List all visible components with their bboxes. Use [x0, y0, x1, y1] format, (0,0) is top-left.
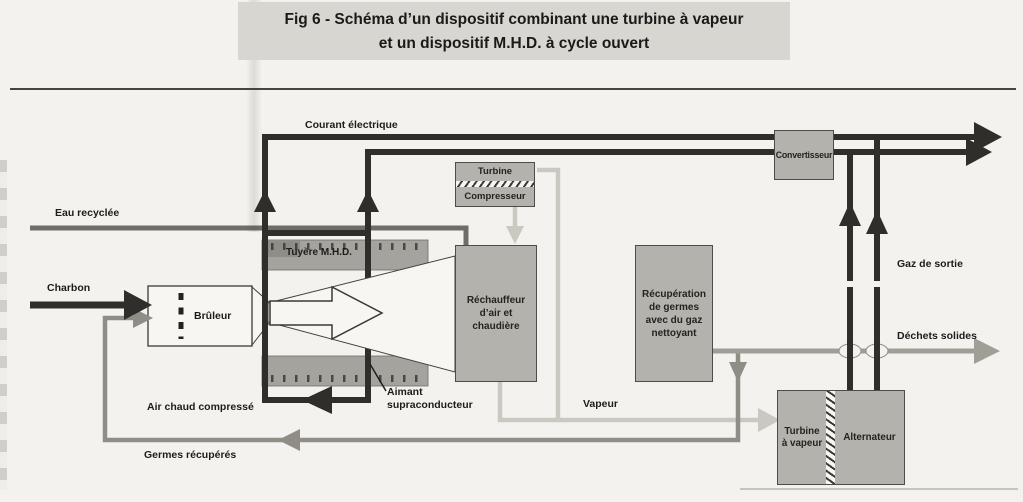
label-charbon: Charbon — [47, 282, 91, 294]
current-arrow-up-left — [254, 190, 276, 212]
recuperation-label: Récupération de germes avec du gaz netto… — [642, 288, 706, 339]
bus-arrow-right-bottom — [966, 138, 992, 166]
box-recuperation: Récupération de germes avec du gaz netto… — [635, 245, 713, 382]
label-aimant-supraconducteur: Aimant supraconducteur — [387, 386, 473, 411]
label-tuyere-mhd: Tuyère M.H.D. — [286, 247, 352, 258]
label-germes-recuperes: Germes récupérés — [144, 449, 237, 461]
current-arrow-up-right — [357, 190, 379, 212]
mhd-magnet-assembly — [261, 239, 429, 387]
seed-recovery-line — [102, 315, 741, 443]
box-turbine-compresseur: Turbine Compresseur — [455, 162, 535, 207]
gas-arrow-up-right — [866, 210, 888, 234]
label-air-chaud-compresse: Air chaud compressé — [147, 401, 254, 413]
compresseur-cell: Compresseur — [456, 187, 534, 206]
alternateur-cell: Alternateur — [835, 391, 904, 484]
seed-arrow-left — [278, 429, 300, 451]
seed-arrow-down — [729, 362, 747, 382]
figure-title-line-1: Fig 6 - Schéma d’un dispositif combinant… — [284, 11, 744, 28]
figure-title: Fig 6 - Schéma d’un dispositif combinant… — [238, 2, 790, 60]
compresseur-label: Compresseur — [464, 190, 526, 202]
turbine-cell: Turbine — [456, 163, 534, 181]
label-courant-electrique: Courant électrique — [305, 119, 398, 131]
box-turbine-vapeur-alternateur: Turbine à vapeur Alternateur — [777, 390, 905, 485]
shaft-hatch-divider — [456, 180, 534, 187]
flow-block-arrow — [269, 285, 384, 341]
steam-arrow-into-turbine — [758, 408, 780, 432]
electric-bus-lines — [262, 134, 976, 403]
electric-bus-arrows — [254, 122, 1002, 414]
alternateur-label: Alternateur — [843, 432, 896, 443]
page-edge-smudge — [0, 160, 7, 490]
magnet-pointer-line — [369, 363, 387, 392]
convertisseur-label: Convertisseur — [775, 150, 833, 160]
figure-title-line-2: et un dispositif M.H.D. à cycle ouvert — [378, 35, 650, 52]
box-convertisseur: Convertisseur — [774, 130, 834, 180]
label-eau-recyclee: Eau recyclée — [55, 207, 120, 219]
rechauffeur-label: Réchauffeur d’air et chaudière — [466, 295, 526, 332]
turbine-vapeur-cell: Turbine à vapeur — [778, 391, 826, 484]
turbine-label: Turbine — [477, 166, 513, 178]
label-dechets-solides: Déchets solides — [897, 330, 977, 342]
coal-arrow — [30, 290, 152, 320]
air-arrow-into-rechauffeur — [506, 226, 524, 244]
steam-lines — [497, 167, 762, 423]
seed-arrow-into-burner — [133, 308, 153, 328]
electrode-arrow-left — [302, 386, 332, 414]
shaft-hatch-divider-vertical — [826, 391, 835, 484]
box-rechauffeur: Réchauffeur d’air et chaudière — [455, 245, 537, 382]
bus-arrow-right-top — [974, 122, 1002, 152]
label-bruleur: Brûleur — [194, 310, 232, 322]
recycled-water-line — [30, 225, 469, 246]
label-gaz-de-sortie: Gaz de sortie — [897, 258, 963, 270]
turbine-vapeur-label: Turbine à vapeur — [781, 425, 823, 449]
label-vapeur: Vapeur — [583, 398, 619, 410]
gas-outlet-lines — [839, 135, 888, 390]
gas-arrow-up-left — [839, 202, 861, 226]
